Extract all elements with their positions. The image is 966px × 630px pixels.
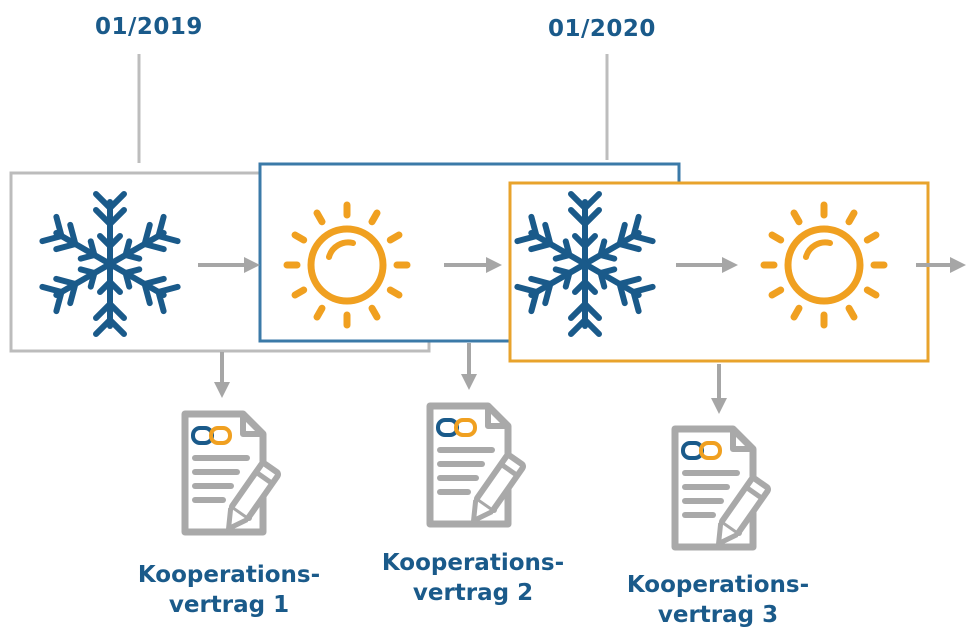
contract-document-icon bbox=[675, 429, 769, 549]
contract-label-line1: Kooperations- bbox=[626, 572, 810, 598]
date-marker-2019: 01/2019 bbox=[95, 14, 203, 40]
contract-label-3: Kooperations- vertrag 3 bbox=[608, 570, 828, 630]
contract-label-line1: Kooperations- bbox=[381, 550, 565, 576]
contract-label-line2: vertrag 2 bbox=[412, 580, 534, 606]
contract-document-icon bbox=[430, 406, 524, 526]
contract-label-line2: vertrag 3 bbox=[657, 602, 779, 628]
contract-label-line1: Kooperations- bbox=[137, 562, 321, 588]
date-marker-2020: 01/2020 bbox=[548, 16, 656, 42]
contract-label-1: Kooperations- vertrag 1 bbox=[119, 560, 339, 620]
contract-document-icon bbox=[185, 414, 279, 534]
contract-label-line2: vertrag 1 bbox=[168, 592, 290, 618]
contract-label-2: Kooperations- vertrag 2 bbox=[363, 548, 583, 608]
